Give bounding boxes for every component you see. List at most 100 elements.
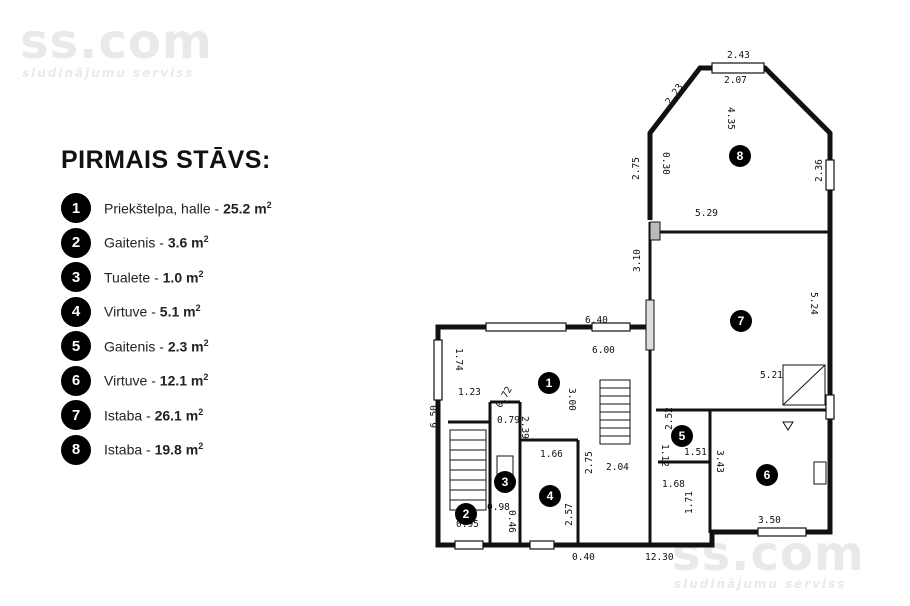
dim-label: 3.10: [632, 249, 643, 272]
dim-label: 3.00: [566, 388, 577, 411]
room-label: Istaba - 26.1 m2: [104, 407, 203, 424]
dim-label: 1.51: [684, 447, 707, 458]
dim-label: 3.43: [714, 450, 725, 473]
fixtures: [496, 221, 827, 485]
dimensions: 2.43 2.07 2.23 4.35 2.75 0.30 2.36 5.29 …: [429, 50, 825, 563]
dim-label: 0.30: [660, 152, 671, 175]
unit-superscript: 2: [198, 406, 204, 417]
room-name: Gaitenis: [104, 338, 156, 355]
dim-label: 1.71: [684, 491, 695, 514]
dim-label: 1.23: [458, 387, 481, 398]
room-marker-circle: [756, 464, 778, 486]
room-marker-number: 1: [546, 376, 553, 390]
room-name: Istaba: [104, 442, 143, 459]
room-marker: 7: [730, 310, 752, 332]
room-marker: 2: [455, 503, 477, 525]
legend-item: 6 Virtuve - 12.1 m2: [61, 364, 272, 399]
separator: -: [155, 235, 168, 252]
watermark-tagline-top: sludinājumu serviss: [22, 66, 195, 80]
room-area: 3.6 m: [167, 235, 204, 252]
separator: -: [210, 200, 224, 217]
dim-label: 2.57: [564, 503, 575, 526]
room-marker-circle: [538, 372, 560, 394]
room-marker-circle: [494, 471, 516, 493]
room-marker-number: 6: [764, 468, 771, 482]
room-name: Istaba: [104, 407, 143, 424]
dim-label: 5.21: [760, 370, 783, 381]
room-number-badge: 4: [61, 296, 91, 327]
separator: -: [147, 304, 160, 321]
stairs: [449, 379, 631, 511]
room-area: 26.1 m: [154, 407, 199, 424]
separator: -: [142, 442, 155, 459]
room-marker-number: 7: [738, 314, 745, 328]
room-name: Virtuve: [104, 304, 148, 321]
dim-label: 4.35: [725, 107, 736, 130]
room-area: 25.2 m: [223, 200, 267, 217]
legend-item: 7 Istaba - 26.1 m2: [61, 398, 272, 433]
watermark-logo-bottom: ss.com: [672, 526, 865, 582]
dim-label: 0.72: [494, 385, 515, 410]
dim-label: 1.68: [662, 479, 685, 490]
room-area: 5.1 m: [159, 304, 196, 321]
room-label: Gaitenis - 2.3 m2: [104, 338, 209, 355]
separator: -: [142, 407, 155, 424]
floor-title: PIRMAIS STĀVS:: [61, 146, 271, 174]
dim-label: 1.74: [453, 348, 464, 371]
dim-label: 3.50: [758, 515, 781, 526]
dim-label: 12.30: [645, 552, 674, 563]
room-number-badge: 2: [61, 227, 91, 258]
dim-label: 5.24: [808, 292, 819, 315]
room-marker-circle: [455, 503, 477, 525]
legend-item: 2 Gaitenis - 3.6 m2: [61, 226, 272, 261]
dim-label: 2.07: [724, 75, 747, 86]
room-marker: 8: [729, 145, 751, 167]
unit-superscript: 2: [266, 199, 272, 210]
room-marker-number: 8: [737, 149, 744, 163]
dim-label: 1.66: [540, 449, 563, 460]
room-area: 2.3 m: [167, 338, 204, 355]
room-marker: 5: [671, 425, 693, 447]
unit-superscript: 2: [198, 268, 204, 279]
room-name: Priekštelpa, halle: [104, 200, 211, 217]
unit-superscript: 2: [198, 441, 204, 452]
dim-label: 2.04: [606, 462, 629, 473]
room-label: Priekštelpa, halle - 25.2 m2: [104, 200, 272, 217]
dim-label: 2.39: [519, 416, 530, 439]
unit-superscript: 2: [203, 337, 209, 348]
room-area: 12.1 m: [159, 373, 204, 390]
room-marker-number: 2: [463, 507, 470, 521]
dim-label: 1.12: [659, 444, 670, 467]
room-name: Gaitenis: [104, 235, 156, 252]
room-marker-circle: [671, 425, 693, 447]
legend-item: 4 Virtuve - 5.1 m2: [61, 295, 272, 330]
wall-bottom-right: [645, 412, 833, 548]
dim-label: 2.43: [727, 50, 750, 61]
dim-label: 0.40: [572, 552, 595, 563]
room-marker: 4: [539, 485, 561, 507]
room-label: Istaba - 19.8 m2: [104, 441, 203, 458]
room-number-badge: 7: [61, 400, 91, 431]
dim-label: 2.52: [664, 407, 675, 430]
watermark-logo-top: ss.com: [20, 14, 213, 70]
interior-walls: [448, 222, 830, 545]
dim-label: 0.98: [487, 502, 510, 513]
room-label: Virtuve - 5.1 m2: [104, 303, 201, 320]
room-marker: 6: [756, 464, 778, 486]
room-label: Gaitenis - 3.6 m2: [104, 234, 209, 251]
separator: -: [147, 373, 160, 390]
room-number-badge: 1: [61, 193, 91, 224]
separator: -: [150, 269, 163, 286]
room-number-badge: 6: [61, 365, 91, 396]
unit-superscript: 2: [195, 303, 201, 314]
dim-label: 5.29: [695, 208, 718, 219]
unit-superscript: 2: [203, 372, 209, 383]
room-marker: 1: [538, 372, 560, 394]
room-name: Tualete: [104, 269, 151, 286]
room-label: Virtuve - 12.1 m2: [104, 372, 208, 389]
room-name: Virtuve: [104, 373, 148, 390]
room-marker-circle: [730, 310, 752, 332]
